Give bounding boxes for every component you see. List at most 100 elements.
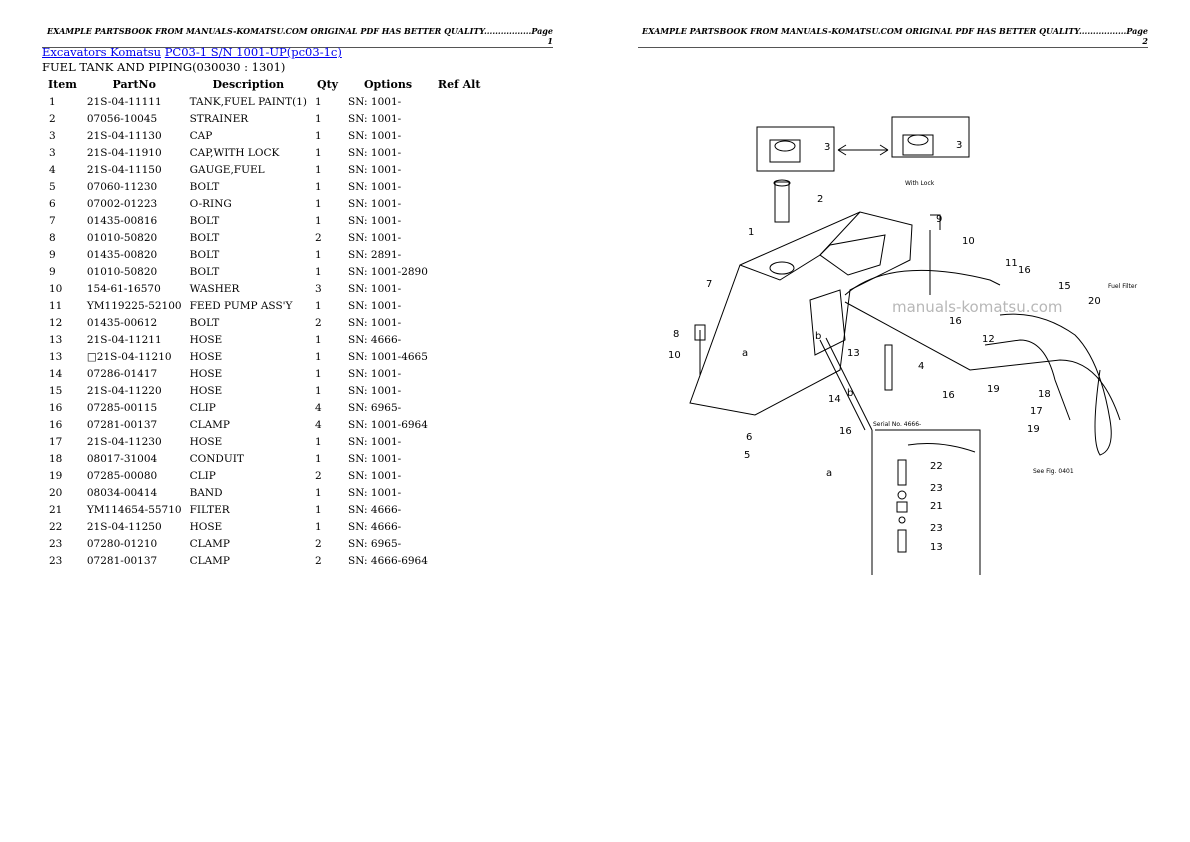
cell-options: SN: 1001- <box>348 452 402 465</box>
cell-qty: 1 <box>314 452 322 465</box>
cell-partno: 01435-00612 <box>86 316 158 329</box>
cell-item: 1 <box>49 95 56 108</box>
cell-qty: 2 <box>314 554 322 567</box>
cell-partno: 08017-31004 <box>86 452 158 465</box>
callout-label: 13 <box>930 542 943 553</box>
cell-ref-alt <box>432 501 487 518</box>
cell-options: SN: 1001- <box>348 180 402 193</box>
cell-options: SN: 1001- <box>348 129 402 142</box>
callout-label: 4 <box>918 361 924 372</box>
cell-ref-alt <box>432 246 487 263</box>
cell-ref-alt <box>432 331 487 348</box>
cell-qty: 1 <box>314 299 322 312</box>
cell-qty: 1 <box>314 520 322 533</box>
callout-label: 16 <box>942 390 955 401</box>
cell-options: SN: 1001- <box>348 231 402 244</box>
cell-options: SN: 4666- <box>348 520 402 533</box>
cell-partno: 21S-04-11150 <box>86 163 162 176</box>
cell-partno: □21S-04-11210 <box>86 350 172 363</box>
cell-partno: 07281-00137 <box>86 418 158 431</box>
cell-ref-alt <box>432 433 487 450</box>
callout-label: 22 <box>930 461 943 472</box>
callout-label: 7 <box>706 279 712 290</box>
cell-ref-alt <box>432 467 487 484</box>
cell-item: 5 <box>49 180 56 193</box>
diagram-drawing <box>689 116 1121 575</box>
callout-label: b <box>815 331 821 342</box>
callout-label: 19 <box>987 384 1000 395</box>
callout-label: 20 <box>1088 296 1101 307</box>
callout-label: 10 <box>962 236 975 247</box>
cell-description: HOSE <box>189 520 223 533</box>
header-ref-alt: Ref Alt <box>437 78 481 91</box>
cell-partno: 07060-11230 <box>86 180 158 193</box>
cell-qty: 1 <box>314 350 322 363</box>
parts-table: Item PartNo Description Qty Options Ref … <box>42 76 486 569</box>
page-header-2: EXAMPLE PARTSBOOK FROM MANUALS-KOMATSU.C… <box>638 26 1148 48</box>
cell-ref-alt <box>432 280 487 297</box>
cell-description: CLIP <box>189 469 216 482</box>
cell-qty: 2 <box>314 537 322 550</box>
with-lock-note: With Lock <box>905 180 935 187</box>
cell-item: 3 <box>49 146 56 159</box>
cell-qty: 1 <box>314 95 322 108</box>
cell-qty: 1 <box>314 435 322 448</box>
cell-description: WASHER <box>189 282 240 295</box>
cell-options: SN: 6965- <box>348 401 402 414</box>
cell-ref-alt <box>432 399 487 416</box>
cell-options: SN: 1001-2890 <box>348 265 428 278</box>
page-header-1: EXAMPLE PARTSBOOK FROM MANUALS-KOMATSU.C… <box>42 26 553 48</box>
cell-description: CLIP <box>189 401 216 414</box>
cell-item: 8 <box>49 231 56 244</box>
cell-partno: 07286-01417 <box>86 367 158 380</box>
callout-label: 9 <box>936 214 942 225</box>
breadcrumb-link-model[interactable]: PC03-1 S/N 1001-UP(pc03-1c) <box>164 45 342 59</box>
cell-ref-alt <box>432 365 487 382</box>
cell-partno: 07280-01210 <box>86 537 158 550</box>
cell-partno: 21S-04-11250 <box>86 520 162 533</box>
cell-item: 11 <box>49 299 63 312</box>
cell-options: SN: 1001-6964 <box>348 418 428 431</box>
header-options: Options <box>363 78 413 91</box>
callout-label: 12 <box>982 334 995 345</box>
cell-partno: 07002-01223 <box>86 197 158 210</box>
cell-ref-alt <box>432 93 487 110</box>
cell-options: SN: 1001-4665 <box>348 350 428 363</box>
cell-item: 15 <box>49 384 63 397</box>
cell-partno: 07281-00137 <box>86 554 158 567</box>
cell-partno: 21S-04-11230 <box>86 435 162 448</box>
cell-description: BOLT <box>189 265 220 278</box>
cell-ref-alt <box>432 144 487 161</box>
breadcrumb-link-excavators[interactable]: Excavators Komatsu <box>42 45 162 59</box>
cell-options: SN: 1001- <box>348 214 402 227</box>
callout-label: b <box>847 388 853 399</box>
cell-description: BOLT <box>189 231 220 244</box>
cell-qty: 1 <box>314 333 322 346</box>
cell-qty: 4 <box>314 401 322 414</box>
cell-description: BOLT <box>189 248 220 261</box>
table-header-row: Item PartNo Description Qty Options Ref … <box>42 76 486 93</box>
cell-qty: 2 <box>314 231 322 244</box>
cell-partno: 07056-10045 <box>86 112 158 125</box>
cell-description: HOSE <box>189 435 223 448</box>
cell-ref-alt <box>432 263 487 280</box>
cell-partno: 21S-04-11130 <box>86 129 162 142</box>
callout-label: 16 <box>949 316 962 327</box>
callout-label: a <box>742 348 748 359</box>
cell-item: 23 <box>49 537 63 550</box>
cell-options: SN: 1001- <box>348 435 402 448</box>
